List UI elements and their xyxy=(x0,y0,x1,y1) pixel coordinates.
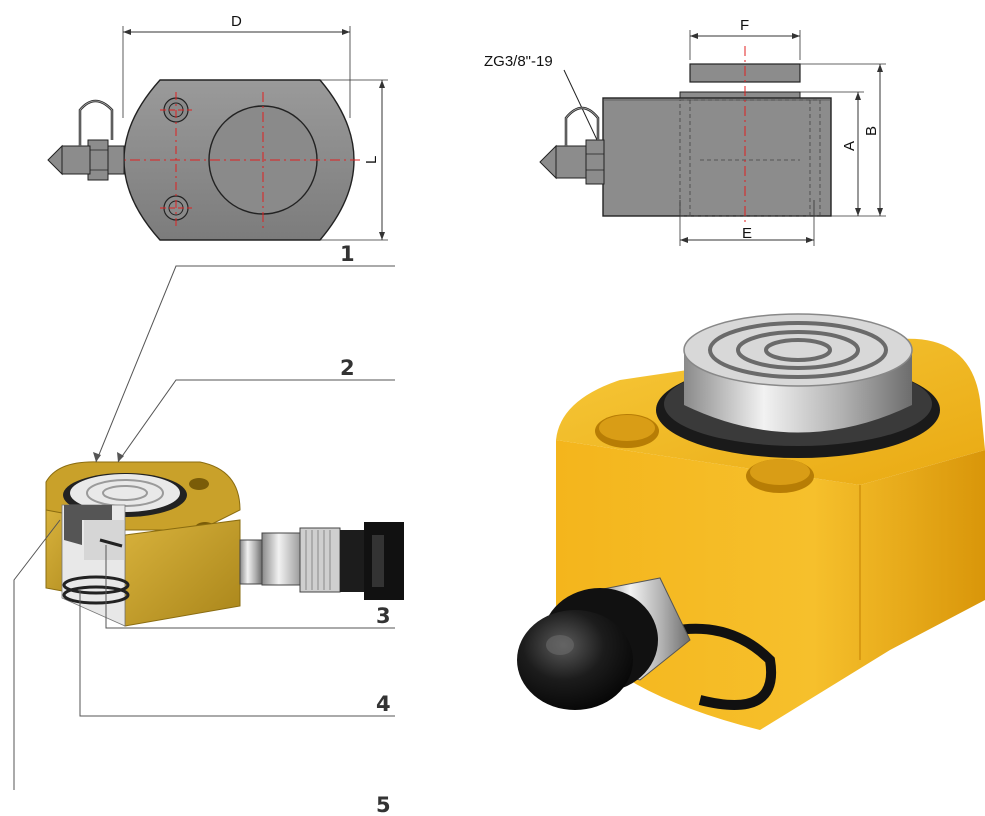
callout-3: 3 xyxy=(376,604,391,628)
callout-1: 1 xyxy=(340,242,355,266)
callout-5: 5 xyxy=(376,793,391,816)
dim-body-height-label: A xyxy=(841,141,858,151)
callout-4: 4 xyxy=(376,692,391,716)
dim-base-label: E xyxy=(742,225,752,242)
callout-leaders xyxy=(13,265,395,790)
cutaway-illustration xyxy=(45,461,404,627)
coupler-icon xyxy=(47,99,125,181)
cutaway-coupler-icon xyxy=(239,522,404,600)
port-thread-label: ZG3/8"-19 xyxy=(484,53,553,70)
product-photo xyxy=(517,313,985,730)
dim-total-height-label: B xyxy=(863,126,880,136)
dim-height-label: L xyxy=(363,156,380,164)
dim-saddle-label: F xyxy=(740,17,749,34)
dust-cap-icon xyxy=(517,577,777,710)
callout-2: 2 xyxy=(340,356,355,380)
top-view-drawing: D L xyxy=(47,13,388,241)
side-view-drawing: F A B E ZG3/8"-19 xyxy=(484,17,886,246)
dim-width-label: D xyxy=(231,13,242,30)
side-coupler-icon xyxy=(539,106,605,185)
